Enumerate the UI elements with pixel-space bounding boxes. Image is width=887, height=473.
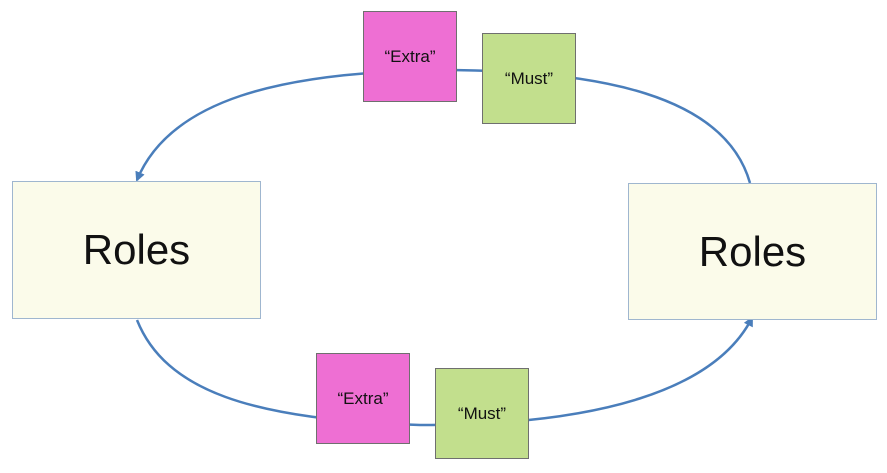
top-extra-note: “Extra” <box>363 11 457 102</box>
bottom-extra-label: “Extra” <box>337 388 389 408</box>
top-extra-label: “Extra” <box>384 46 436 66</box>
bottom-must-note: “Must” <box>435 368 529 459</box>
top-must-label: “Must” <box>504 68 554 88</box>
left-roles-label: Roles <box>82 226 191 273</box>
bottom-extra-note: “Extra” <box>316 353 410 444</box>
bottom-arrow <box>135 316 754 427</box>
top-must-note: “Must” <box>482 33 576 124</box>
right-roles-label: Roles <box>698 227 807 275</box>
bottom-must-label: “Must” <box>457 403 507 423</box>
right-roles-box: Roles <box>628 183 877 320</box>
left-roles-box: Roles <box>12 181 261 319</box>
